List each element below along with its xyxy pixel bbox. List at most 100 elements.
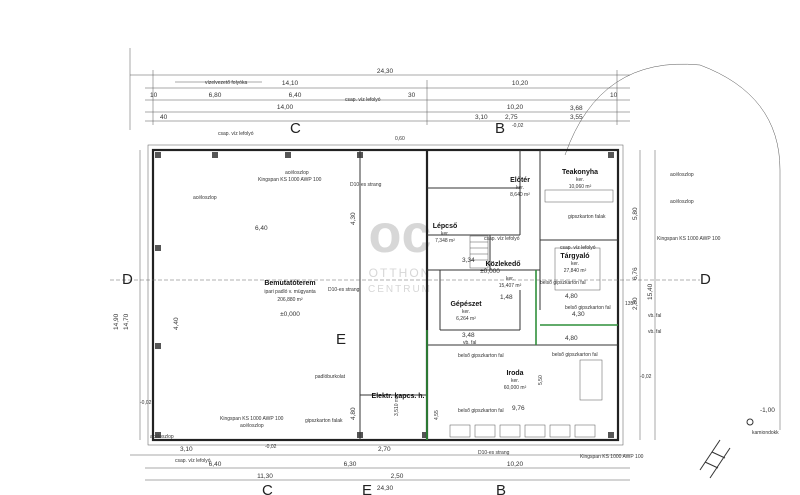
label-vb-fal-3: vb. fal [463,340,476,346]
dim-right-1540: 15,40 [647,283,654,300]
room-desc-teakonyha: ker. [576,177,584,183]
kitchen-counter [544,189,614,203]
dim-top-1400: 14,00 [277,104,294,111]
label-vb-fal-2: vb. fal [648,329,661,335]
dim-640v: 6,40 [255,225,268,232]
level-top-002: -0,02 [512,123,524,129]
room-name-lepcso: Lépcső [433,223,458,230]
label-acel-3: acéloszlop [240,423,264,429]
axis-C-top: C [290,120,301,137]
room-targyalo: Tárgyaló ker. 27,840 m² [560,253,589,274]
level-bottom-002: -0,02 [265,444,277,450]
axis-D-right: D [700,271,711,288]
label-belso-2: belső gipszkarton fal [565,305,611,311]
label-belso-5: belső gipszkarton fal [552,352,598,358]
dim-right-280: 2,80 [632,297,639,310]
dim-top-10a: 10 [150,92,158,99]
interior-walls [359,150,618,440]
label-csap-viz-top: csap. víz lefolyó [345,97,381,103]
axis-E-mid: E [336,331,346,348]
label-padlo: padlóburkolat [315,374,346,380]
dim-bottom-315: 3,10 [180,446,193,453]
label-kingspan-1: Kingspan KS 1000 AWP 100 [258,177,322,183]
room-gepeszet: Gépészet ker. 6,264 m² [450,301,482,322]
label-gipsz-falak-1: gipszkarton falak [305,418,343,424]
dim-v-480: 4,80 [350,407,357,420]
dim-bottom-total: 24,30 [377,485,394,492]
left-annotations: acéloszlop Kingspan KS 1000 AWP 100 acél… [150,170,382,464]
iroda-area2: 5,50 [538,375,544,385]
room-name-gepeszet: Gépészet [450,301,482,308]
dim-top-310: 3,10 [475,114,488,121]
axis-B-top: B [495,120,505,137]
dim-430: 4,30 [572,311,585,318]
dim-v-440: 4,40 [173,317,180,330]
dim-top-355: 3,55 [570,114,583,121]
room-area-teakonyha: 10,060 m² [569,184,592,190]
dim-480a: 4,80 [565,293,578,300]
label-acel-4: acéloszlop [150,434,174,440]
room-name-teakonyha: Teakonyha [562,169,598,176]
room-desc-eloter: ker. [516,185,524,191]
label-acel-1: acéloszlop [285,170,309,176]
dim-348: 3,48 [462,332,475,339]
dim-bottom-250: 2,50 [391,473,404,480]
label-kingspan-4: Kingspan KS 1000 AWP 100 [580,454,644,460]
label-csap-viz-mid: csap. víz lefolyó [484,236,520,242]
label-csap-viz-top2: csap. víz lefolyó [218,131,254,137]
right-dimension-chains: 15,40 5,80 6,76 2,80 [632,150,656,440]
area-976: 9,76 [512,405,525,412]
dim-top-1020: 10,20 [512,80,529,87]
level-neg100: -1,00 [760,407,775,414]
label-vizelvezeto: vízelvezető folyóka [205,80,247,86]
dim-top-1020b: 10,20 [507,104,524,111]
degree-135: 135° [625,301,635,307]
label-strang-3: D10-es strang [478,450,510,456]
dim-top-640: 6,40 [289,92,302,99]
axis-E-bottom: E [362,482,372,495]
room-area-targyalo: 27,840 m² [564,268,587,274]
room-area-kozlekedo: 15,407 m² [499,283,522,289]
label-vb-fal-1: vb. fal [648,313,661,319]
label-belso-3: belső gipszkarton fal [458,353,504,359]
dim-bottom-270: 2,70 [378,446,391,453]
room-name-bemutato: Bemutatóterem [264,280,315,287]
room-desc-targyalo: ker. [571,261,579,267]
watermark-line1: OTTHON [369,266,432,280]
label-kingspan-3: Kingspan KS 1000 AWP 100 [657,236,721,242]
dim-bottom-630: 6,30 [344,461,357,468]
stair-symbol [469,235,489,269]
top-dimension-chains: 24,30 14,10 10,20 6,80 6,40 14,00 10,20 … [129,48,630,130]
building-outer-walls [147,144,624,446]
axis-C-bottom: C [262,482,273,495]
dim-top-10b: 10 [610,92,618,99]
room-area-bemutato: 206,880 m² [277,297,303,303]
truck-dock-symbol [699,418,754,479]
label-acel-6: acéloszlop [670,199,694,205]
room-bemutatoterem: Bemutatóterem ipari padló v. mügyanta 20… [264,280,316,318]
dim-right-676: 6,76 [632,267,639,280]
room-iroda: Iroda ker. 60,000 m² [504,370,527,391]
label-csap-viz-bottom: csap. víz lefolyó [175,458,211,464]
area-334: 3,34 [462,257,475,264]
label-strang-2: D10-es strang [328,287,360,293]
dim-148: 1,48 [500,294,513,301]
label-belso-4: belső gipszkarton fal [458,408,504,414]
room-eloter: Előtér ker. 8,640 m² [510,177,530,198]
dim-top-680: 6,80 [209,92,222,99]
level-left-002: -0,02 [140,400,152,406]
label-csap-viz-mid2: csap. víz lefolyó [560,245,596,251]
label-gipsz-falak-2: gipszkarton falak [568,214,606,220]
label-kingspan-2: Kingspan KS 1000 AWP 100 [220,416,284,422]
watermark-logo: oc OTTHON CENTRUM [368,204,432,295]
room-desc-gepeszet: ker. [462,309,470,315]
fal-vast-060: 0,60 [395,136,405,142]
dim-left-1470: 14,70 [123,313,130,330]
misc-measurements: 3,34 9,76 5,50 1,48 3,48 4,30 4,80 4,80 … [255,136,635,420]
watermark-line2: CENTRUM [368,284,432,295]
label-belso-1: belső gipszkarton fal [540,280,586,286]
room-name-eloter: Előtér [510,177,530,184]
room-area-eloter: 8,640 m² [510,192,530,198]
room-level-bemutato: ±0,000 [280,311,300,318]
